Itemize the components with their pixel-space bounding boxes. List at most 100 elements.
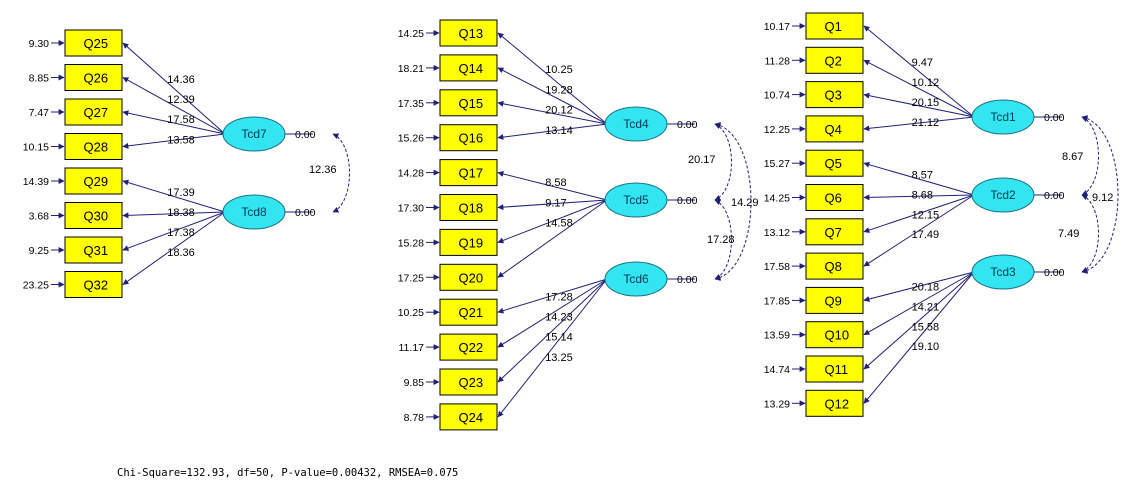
error-variance-q3: 10.74 [764,90,790,102]
indicator-label-q30: Q30 [84,209,109,224]
factor-variance-tcd3: 0.00 [1044,267,1065,279]
covariance-value-tcd4-tcd6: 14.29 [731,197,759,209]
loading-path-tcd6-q21 [497,278,608,314]
loading-path-tcd6-q23 [497,278,608,383]
factor-ellipse-tcd3 [971,254,1035,290]
factor-label-tcd6: Tcd6 [623,272,649,286]
indicator-box-q9 [805,286,864,314]
loading-path-tcd5-q19 [497,199,608,244]
indicator-label-q32: Q32 [84,278,109,293]
loading-value-q26: 12.39 [167,94,195,106]
indicator-box-q28 [64,133,123,160]
indicator-box-q29 [64,167,123,195]
indicator-box-q21 [439,298,498,326]
indicator-box-q7 [805,218,864,246]
loading-path-tcd1-q2 [863,59,975,118]
indicator-label-q17: Q17 [459,166,484,181]
indicator-label-q19: Q19 [459,235,484,250]
covariance-value-tcd1-tcd3: 9.12 [1092,192,1113,204]
covariance-arc-tcd4-tcd6 [714,122,752,281]
indicator-box-q23 [439,368,498,396]
indicator-label-q7: Q7 [825,225,842,240]
factor-variance-tcd4: 0.00 [677,119,698,131]
indicator-label-q10: Q10 [825,328,850,343]
loading-path-tcd4-q16 [497,123,608,141]
loading-path-tcd8-q30 [122,211,226,219]
indicator-box-q22 [439,333,498,361]
error-variance-q1: 10.17 [764,21,790,33]
loading-path-tcd1-q4 [863,116,975,132]
loading-path-tcd3-q11 [863,271,975,370]
covariance-value-tcd2-tcd3: 7.49 [1058,228,1079,240]
factor-label-tcd8: Tcd8 [241,205,267,219]
indicator-box-q5 [805,149,864,177]
error-variance-q15: 17.35 [398,98,424,110]
loading-value-q27: 17.58 [167,114,195,126]
indicator-label-q4: Q4 [825,122,842,137]
factor-ellipse-tcd1 [971,99,1035,135]
error-variance-q8: 17.58 [764,261,790,273]
error-variance-q24: 8.78 [404,412,425,424]
factor-label-tcd1: Tcd1 [990,110,1016,124]
covariance-value-tcd1-tcd2: 8.67 [1062,151,1083,163]
error-variance-q29: 14.39 [23,176,49,188]
error-variance-q19: 15.28 [398,237,424,249]
error-variance-q7: 13.12 [764,227,790,239]
factor-ellipse-tcd5 [604,182,668,218]
loading-path-tcd3-q10 [863,271,975,336]
loading-value-q13: 10.25 [545,64,573,76]
error-variance-q25: 9.30 [29,38,50,50]
indicator-label-q14: Q14 [459,61,484,76]
indicator-box-q12 [805,389,864,417]
indicator-box-q1 [805,12,864,40]
indicator-label-q12: Q12 [825,396,850,411]
error-variance-q22: 11.17 [399,342,425,354]
indicator-box-q16 [439,124,498,152]
covariance-arc-tcd7-tcd8 [332,133,350,213]
indicator-box-q13 [439,19,498,47]
indicator-label-q24: Q24 [459,410,484,425]
indicator-box-q19 [439,228,498,256]
loading-path-tcd6-q24 [497,278,608,418]
error-variance-q12: 13.29 [764,398,790,410]
indicator-label-q6: Q6 [825,191,842,206]
indicator-box-q10 [805,321,864,349]
factor-variance-tcd7: 0.00 [295,129,316,141]
indicator-box-q17 [439,159,498,187]
indicator-label-q1: Q1 [825,19,842,34]
error-variance-q31: 9.25 [29,245,50,257]
indicator-box-q6 [805,184,864,211]
indicator-box-q11 [805,355,864,383]
loading-path-tcd5-q20 [497,199,608,278]
factor-variance-tcd1: 0.00 [1044,112,1065,124]
error-variance-q23: 9.85 [404,377,425,389]
loading-value-q12: 19.10 [912,341,940,353]
loading-value-q21: 17.28 [545,291,573,303]
indicator-label-q11: Q11 [825,362,849,377]
indicator-box-q2 [805,46,864,74]
indicator-label-q25: Q25 [84,36,109,51]
error-variance-q26: 8.85 [29,73,50,85]
factor-label-tcd7: Tcd7 [241,127,267,141]
loading-path-tcd8-q29 [122,179,226,213]
factor-ellipse-tcd8 [222,194,286,230]
indicator-box-q18 [439,194,498,221]
loading-value-q3: 20.15 [912,97,940,109]
factor-label-tcd3: Tcd3 [990,265,1016,279]
indicator-label-q23: Q23 [459,375,484,390]
loading-value-q2: 10.12 [912,77,940,89]
loading-path-tcd1-q3 [863,92,975,118]
error-variance-q14: 18.21 [398,63,424,75]
indicator-label-q22: Q22 [459,340,484,355]
covariance-arc-tcd1-tcd3 [1081,115,1119,274]
covariance-arc-tcd2-tcd3 [1081,194,1099,273]
indicator-box-q20 [439,263,498,291]
factor-ellipse-tcd7 [222,116,286,152]
loading-path-tcd4-q14 [497,67,608,125]
factor-ellipse-tcd6 [604,261,668,297]
loading-value-q4: 21.12 [912,117,940,129]
loading-value-q5: 8.57 [912,170,933,182]
loading-value-q29: 17.39 [167,187,195,199]
indicator-label-q21: Q21 [459,305,484,320]
indicator-label-q15: Q15 [459,96,484,111]
